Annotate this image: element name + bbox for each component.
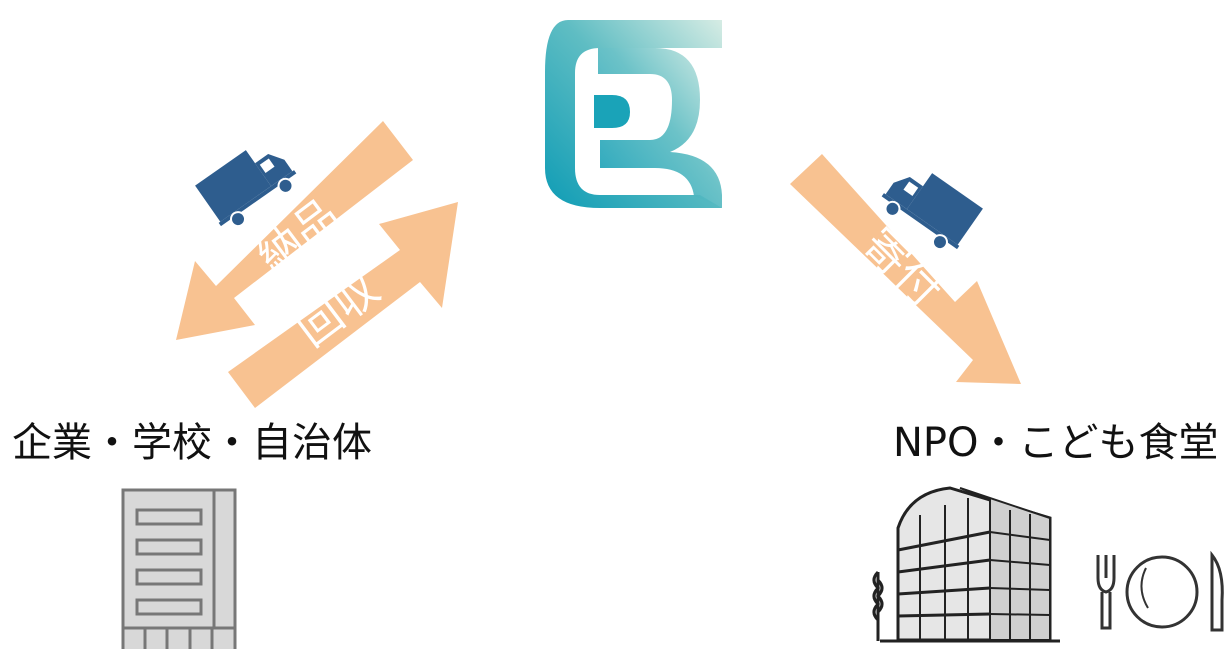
logo-icon xyxy=(545,20,722,208)
tree-icon xyxy=(872,570,884,641)
collection-arrow-shape xyxy=(228,202,458,408)
office-building-icon xyxy=(121,488,237,649)
knife-icon xyxy=(1210,550,1224,632)
modern-building-icon xyxy=(880,486,1060,643)
left-node-label: 企業・学校・自治体 xyxy=(12,420,372,466)
right-node-label: NPO・こども食堂 xyxy=(893,420,1219,466)
delivery-arrow-shape xyxy=(176,121,413,340)
truck-icon xyxy=(881,173,983,251)
truck-icon xyxy=(195,150,297,228)
plate-icon xyxy=(1125,555,1199,629)
donation-arrow-shape xyxy=(790,154,1021,384)
fork-icon xyxy=(1096,555,1116,630)
